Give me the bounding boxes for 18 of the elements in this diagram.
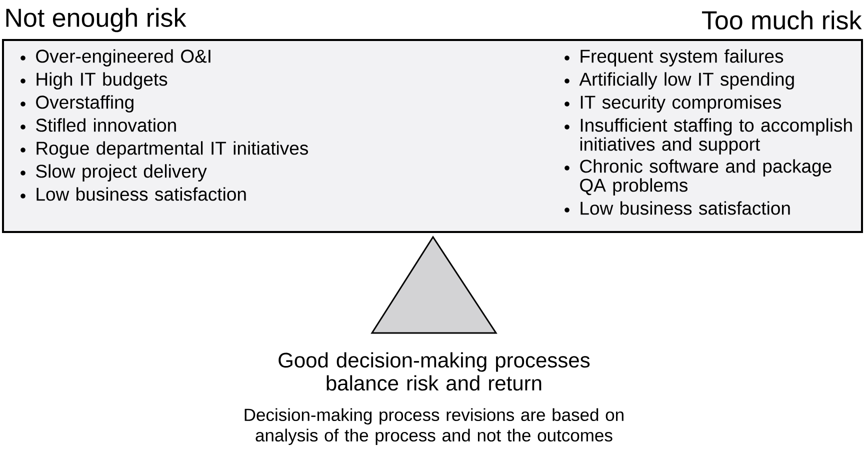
note: Decision-making process revisions are based on analysis of the process and not the outcomes [244,408,624,446]
bullet-item: Overstaffing [36,95,134,112]
bullet-item: IT security compromises [580,95,782,112]
bullet-item: Low business satisfaction [36,187,246,201]
bullet-item: Frequent system failures [580,49,784,66]
heading: Too much risk [702,10,862,30]
bullet-item: Over-engineered O&I [36,49,210,66]
heading: Not enough risk [6,8,186,32]
bullet-item: Low business satisfaction [580,201,790,215]
bullet-item: Chronic software and package QA problems [580,159,832,196]
bullet-item: Artificially low IT spending [579,72,794,90]
bullet-item: High IT budgets [36,72,168,90]
list-panel [2,8,863,233]
bullet-item: Insufficient staffing to accomplish initiatives and support [580,118,852,154]
fulcrum-label: Good decision-making processes balance risk and return [278,352,590,391]
bullet-item: Slow project delivery [36,164,207,182]
bullet-item: Rogue departmental IT initiatives [36,141,308,158]
bullet-item: Stifled innovation [36,118,176,132]
